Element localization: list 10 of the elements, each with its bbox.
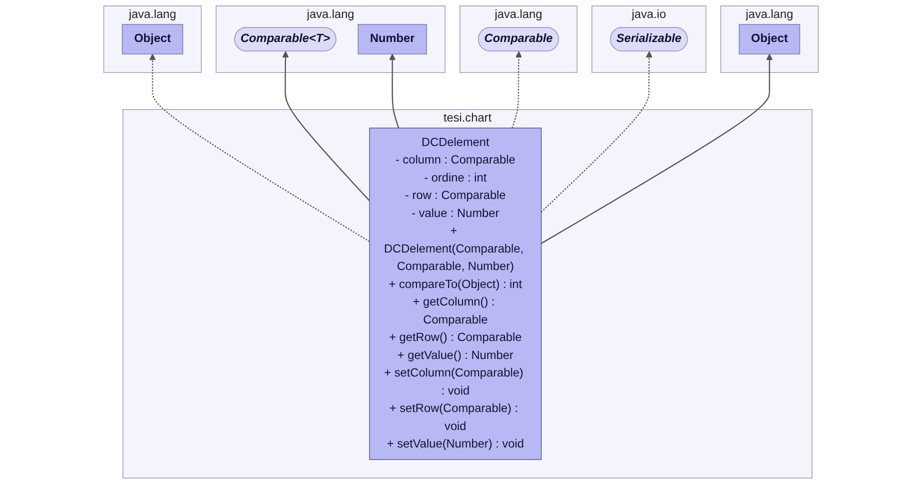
node-box: Object bbox=[738, 24, 800, 54]
node-box: Object bbox=[122, 24, 184, 54]
arrow bbox=[540, 54, 773, 244]
node-box: Number bbox=[358, 24, 427, 54]
node-box: DCDelement - column : Comparable - ordine : int - row : Comparable - value : Number + DCDelement(Comparable, Comparable, Number) + compareTo(Object) : int + getColumn() : Comparable + getRow() : Comparable + getValue() : Number + setColumn(Comparable) : void + setRow(Comparable) : void + setValue(Number) : void bbox=[369, 128, 542, 460]
arrow bbox=[389, 54, 400, 128]
arrow bbox=[149, 54, 370, 242]
arrow bbox=[282, 51, 370, 202]
arrow bbox=[540, 51, 652, 212]
arrow bbox=[512, 51, 522, 128]
